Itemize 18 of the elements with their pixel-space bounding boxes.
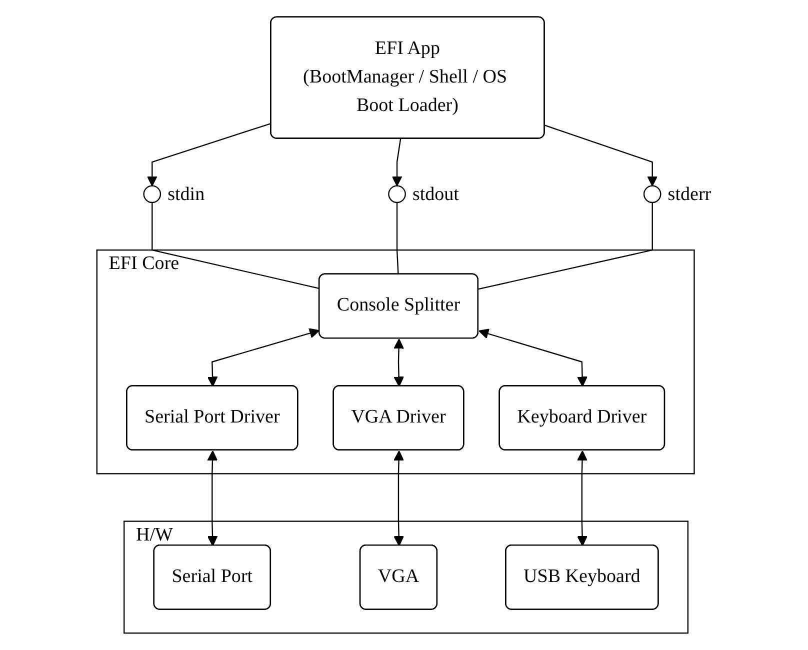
arrow (576, 450, 588, 546)
interface-label: stdout (412, 184, 459, 206)
node-circle (142, 185, 161, 204)
node-circle (643, 185, 661, 204)
arrow (206, 328, 320, 387)
connector (478, 202, 653, 290)
node-circle (388, 185, 406, 204)
arrow (544, 124, 658, 186)
interface-label: stdin (167, 184, 204, 206)
connector (151, 202, 320, 290)
arrow (206, 450, 218, 546)
arrow (391, 138, 402, 186)
interface-label: stderr (667, 184, 711, 206)
arrow (478, 328, 588, 387)
arrow (393, 338, 404, 387)
arrow (146, 122, 272, 186)
arrow (393, 450, 404, 546)
connector (396, 202, 398, 274)
